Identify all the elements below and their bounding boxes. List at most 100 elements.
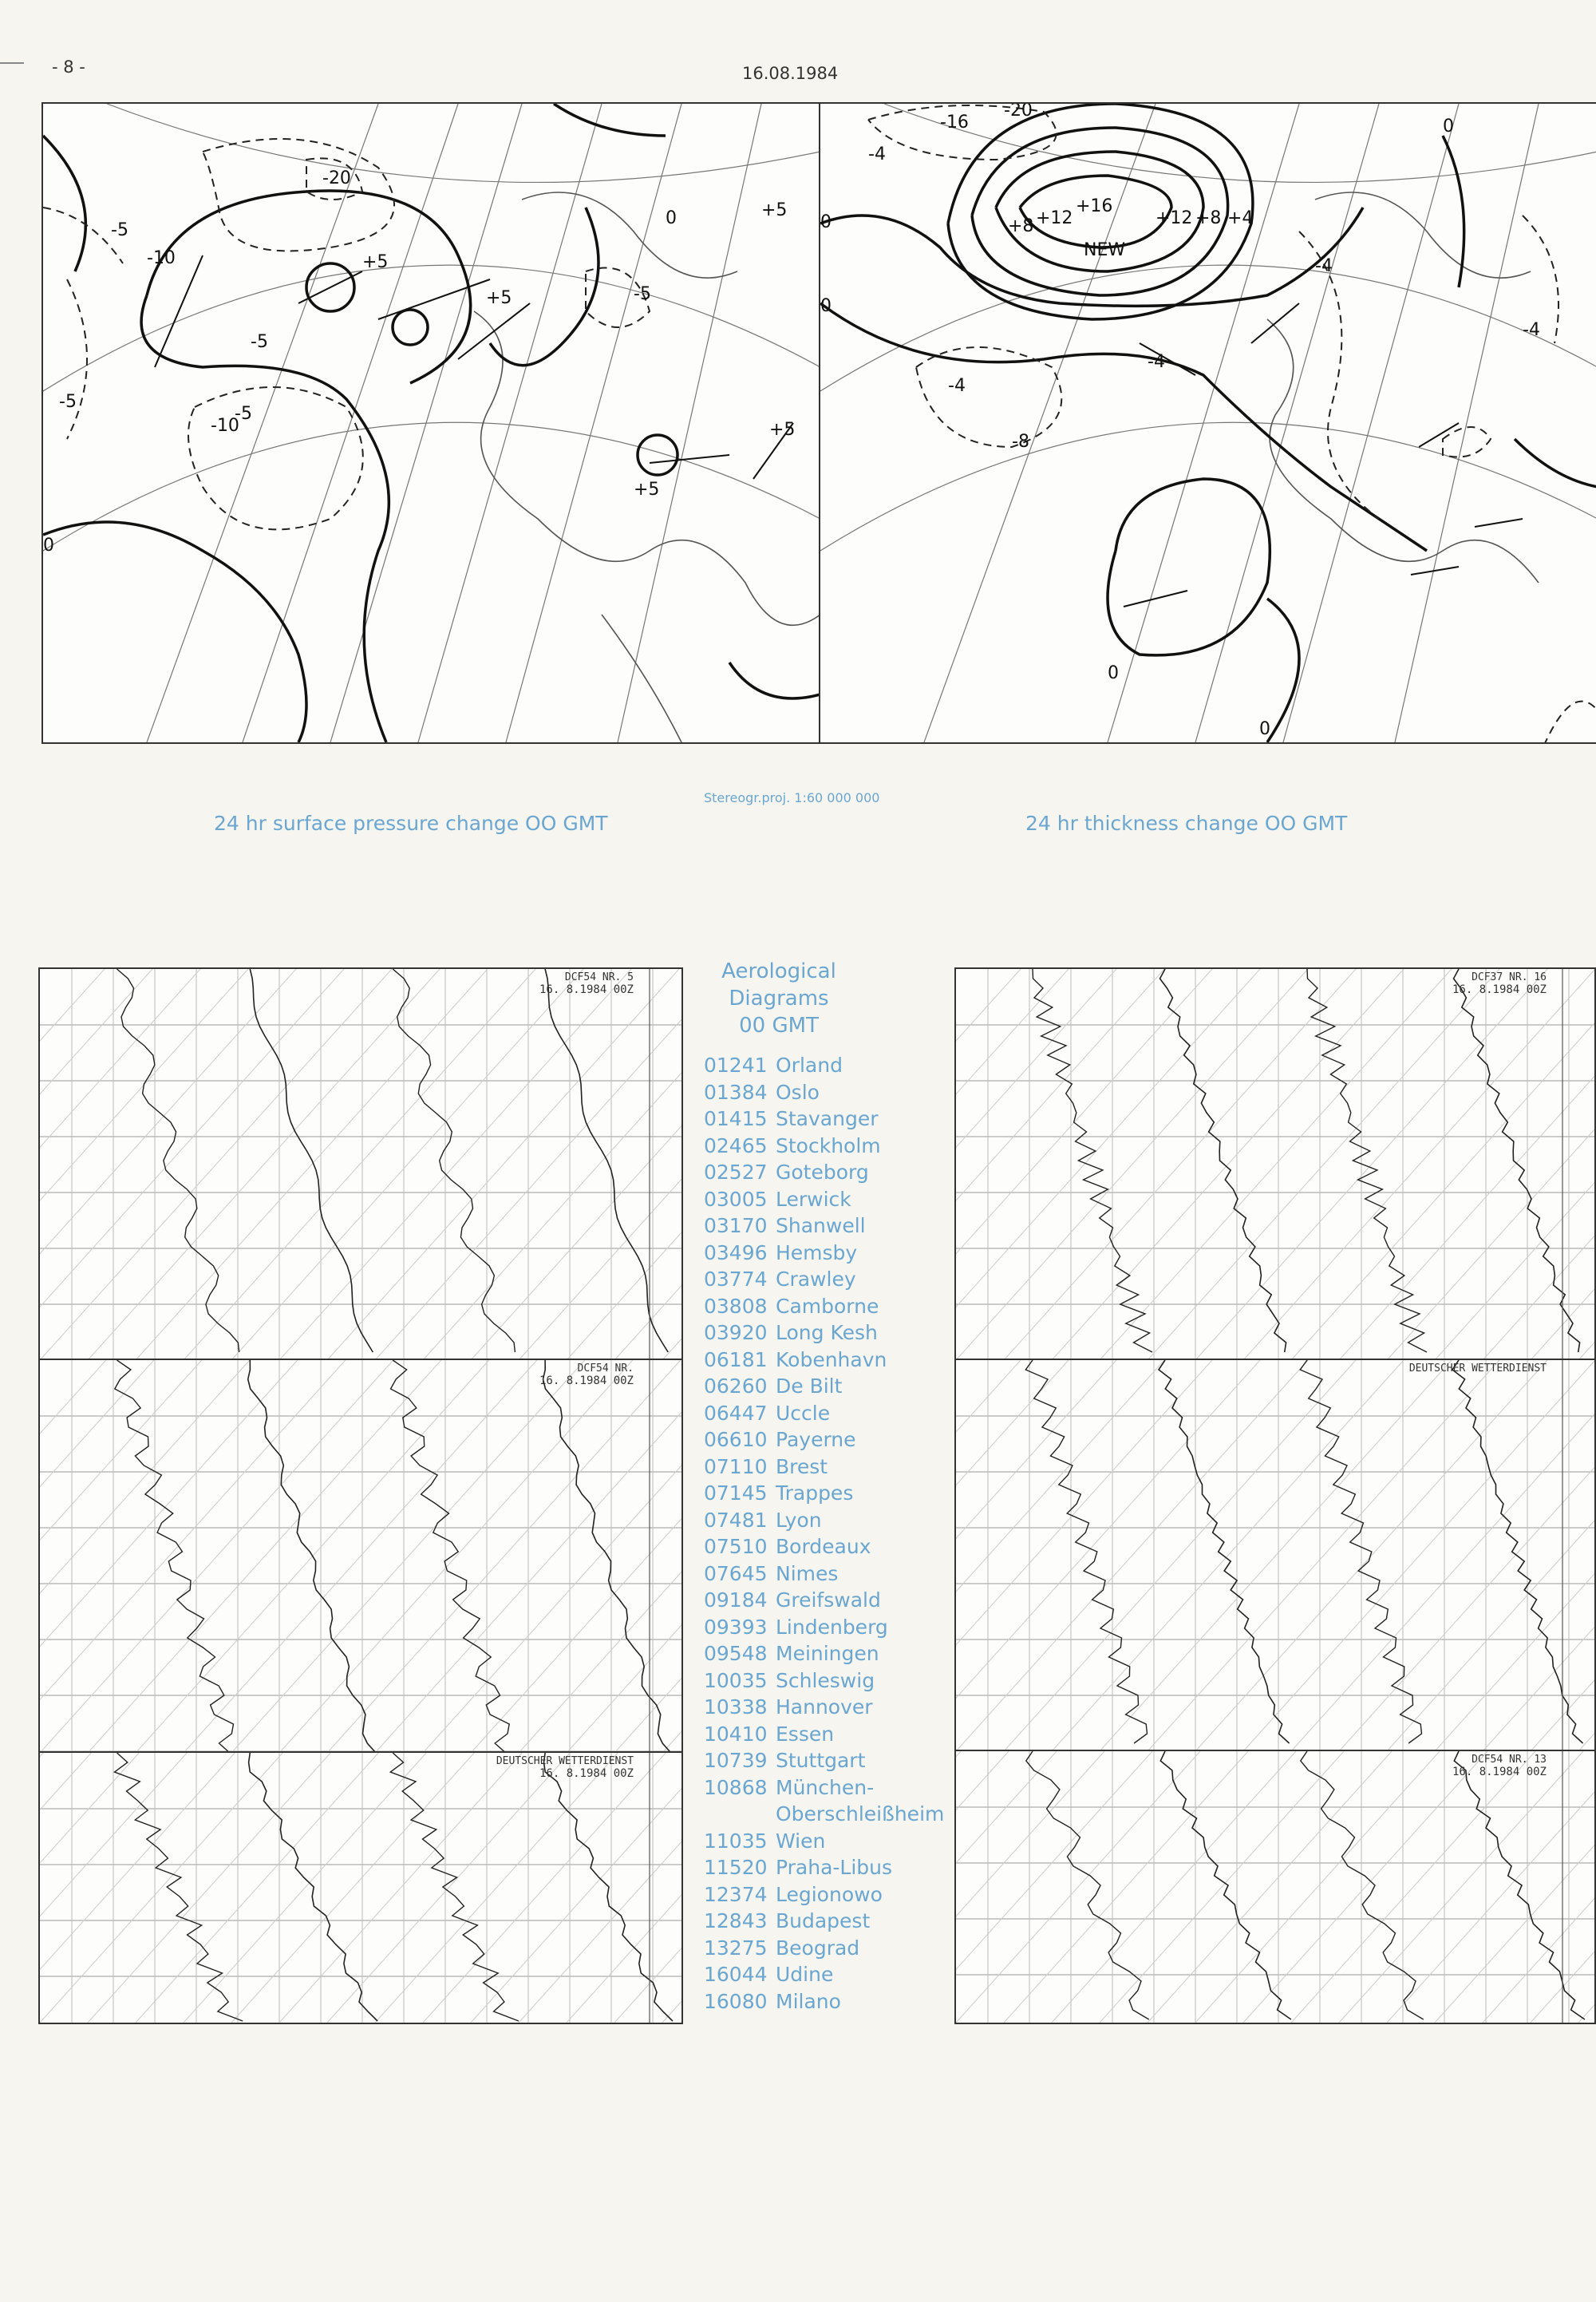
svg-text:-5: -5 — [251, 332, 268, 352]
station-code: 11035 — [704, 1829, 768, 1853]
diagram-1-title: DCF54 NR. 5 — [564, 971, 634, 983]
diagram-5-plot — [956, 1360, 1594, 1751]
station-name: Brest — [776, 1454, 828, 1478]
station-name: Schleswig — [776, 1668, 875, 1692]
aerological-diagram-2: DCF54 NR. 16. 8.1984 00Z — [38, 1359, 683, 1754]
station-code: 07645 — [704, 1561, 768, 1585]
station-code: 06447 — [704, 1401, 768, 1425]
svg-text:+5: +5 — [362, 252, 388, 272]
page-date: 16.08.1984 — [742, 64, 839, 83]
svg-text:+12: +12 — [1156, 208, 1192, 228]
station-entry: 03920 Long Kesh — [704, 1319, 943, 1347]
station-name: Oberschleißheim — [776, 1802, 945, 1825]
svg-text:+16: +16 — [1076, 196, 1112, 216]
station-name: Long Kesh — [776, 1321, 878, 1344]
svg-text:0: 0 — [666, 208, 677, 228]
diagram-6-plot — [956, 1751, 1594, 2023]
station-code: 12843 — [704, 1909, 768, 1932]
diagram-3-title: DEUTSCHER WETTERDIENST — [496, 1755, 634, 1767]
diagram-4-title: DCF37 NR. 16 — [1472, 971, 1547, 983]
diagram-5-title: DEUTSCHER WETTERDIENST — [1408, 1363, 1547, 1374]
page-rule — [0, 62, 24, 64]
svg-text:-4: -4 — [1523, 320, 1540, 340]
station-code: 03774 — [704, 1268, 768, 1291]
aerological-diagram-1: DCF54 NR. 5 16. 8.1984 00Z — [38, 967, 683, 1362]
station-name: Camborne — [776, 1294, 879, 1318]
station-name: Nimes — [776, 1561, 839, 1585]
station-entry: 07110 Brest — [704, 1454, 943, 1481]
station-code: 06610 — [704, 1428, 768, 1451]
station-code: 03170 — [704, 1214, 768, 1237]
station-entry: 09393 Lindenberg — [704, 1614, 943, 1641]
svg-text:-4: -4 — [1148, 352, 1165, 372]
station-name: Lyon — [776, 1508, 822, 1532]
station-name: Milano — [776, 1989, 841, 2013]
aerological-title-line3: 00 GMT — [739, 1014, 819, 1038]
station-code: 16044 — [704, 1963, 768, 1986]
station-name: Lindenberg — [776, 1615, 888, 1639]
aerological-title-line1: Aerological — [721, 959, 836, 983]
station-entry: 02527 Goteborg — [704, 1159, 943, 1186]
station-code: 03808 — [704, 1294, 768, 1318]
station-name: Budapest — [776, 1909, 871, 1932]
station-name: Hannover — [776, 1695, 873, 1719]
station-code: 07145 — [704, 1481, 768, 1505]
svg-text:0: 0 — [1108, 663, 1119, 683]
station-code: 11520 — [704, 1856, 768, 1879]
station-name: Goteborg — [776, 1161, 869, 1184]
aerological-diagram-6: DCF54 NR. 13 16. 8.1984 00Z — [954, 1750, 1596, 2024]
station-name: Beograd — [776, 1936, 860, 1960]
page-number: - 8 - — [52, 57, 85, 77]
diagram-2-date: 16. 8.1984 00Z — [539, 1374, 634, 1387]
svg-text:-8: -8 — [1012, 432, 1029, 452]
svg-text:0: 0 — [820, 212, 832, 232]
station-code: 03005 — [704, 1187, 768, 1211]
station-entry: 03496 Hemsby — [704, 1240, 943, 1267]
station-code: 06260 — [704, 1374, 768, 1398]
diagram-2-plot — [40, 1360, 681, 1753]
svg-text:-5: -5 — [111, 220, 128, 240]
station-entry: 06260 De Bilt — [704, 1373, 943, 1400]
surface-pressure-caption: 24 hr surface pressure change OO GMT — [214, 812, 608, 835]
station-entry: Oberschleißheim — [704, 1801, 945, 1828]
station-name: De Bilt — [776, 1374, 843, 1398]
station-name: Orland — [776, 1054, 843, 1077]
station-name: Lerwick — [776, 1187, 851, 1211]
svg-text:-4: -4 — [1315, 256, 1333, 276]
station-name: Stockholm — [776, 1133, 881, 1157]
diagram-4-plot — [956, 969, 1594, 1360]
svg-text:+5: +5 — [769, 420, 795, 440]
thickness-caption: 24 hr thickness change OO GMT — [1025, 812, 1348, 835]
aerological-title-line2: Diagrams — [729, 987, 829, 1011]
diagram-6-title: DCF54 NR. 13 — [1472, 1754, 1547, 1766]
svg-text:0: 0 — [820, 296, 832, 316]
station-name: Hemsby — [776, 1240, 858, 1264]
aerological-heading: Aerological Diagrams 00 GMT — [680, 958, 878, 1039]
svg-text:-20: -20 — [322, 168, 351, 188]
station-code: 10739 — [704, 1749, 768, 1772]
station-code: 02527 — [704, 1161, 768, 1184]
station-entry: 03005 Lerwick — [704, 1186, 943, 1213]
station-entry: 07645 Nimes — [704, 1560, 943, 1588]
svg-text:0: 0 — [43, 536, 54, 556]
station-code: 03496 — [704, 1240, 768, 1264]
station-name: Stuttgart — [776, 1749, 866, 1772]
svg-text:-10: -10 — [211, 416, 239, 436]
svg-text:+8: +8 — [1195, 208, 1221, 228]
station-code: 09393 — [704, 1615, 768, 1639]
thickness-change-map: +16+12+12 +8+8+4 NEW-8-4 -4-4-4 -16-20-4… — [819, 102, 1596, 744]
station-code: 07110 — [704, 1454, 768, 1478]
station-code: 10410 — [704, 1722, 768, 1746]
station-code: 03920 — [704, 1321, 768, 1344]
